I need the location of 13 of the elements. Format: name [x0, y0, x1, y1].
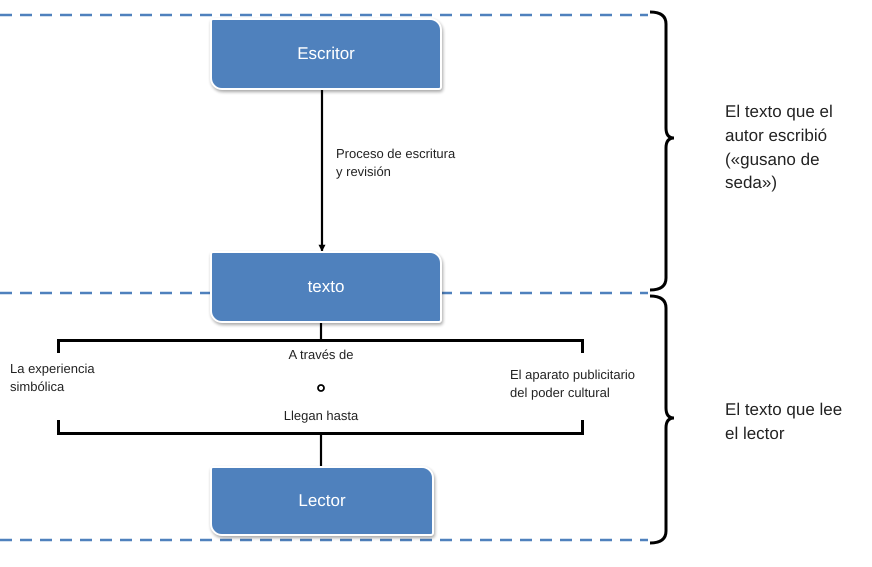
- node-label: texto: [308, 277, 344, 297]
- text-label: La experiencia simbólica: [10, 360, 96, 396]
- process-box: [210, 466, 434, 536]
- text-label: A través de: [287, 346, 355, 364]
- node-label: Escritor: [297, 44, 355, 64]
- brace-label: El texto que el autor escribió («gusano de seda»): [725, 101, 834, 194]
- text-label: El aparato publicitario del poder cultural: [510, 366, 636, 402]
- process-box: [210, 251, 442, 323]
- text-label: Llegan hasta: [282, 407, 360, 425]
- node-label: Lector: [298, 491, 346, 511]
- arrow: [318, 90, 326, 252]
- brace-label: El texto que lee el lector: [725, 399, 844, 445]
- process-box: [210, 18, 442, 90]
